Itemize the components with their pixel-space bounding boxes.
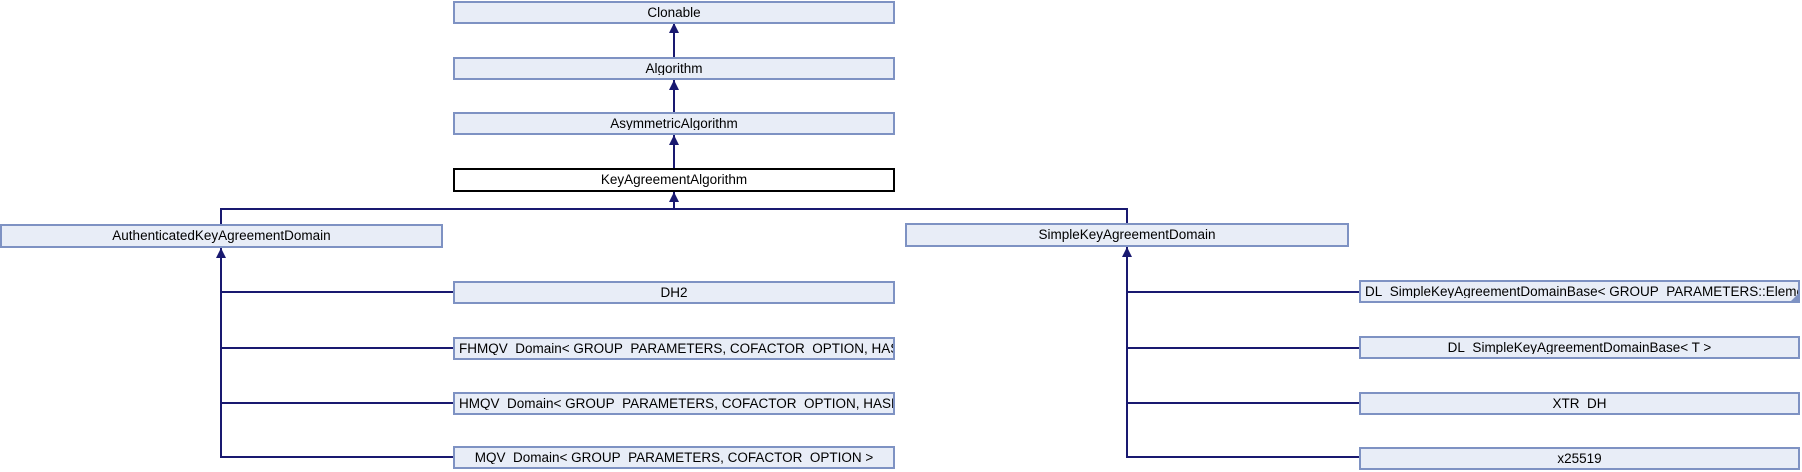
class-node-label: KeyAgreementAlgorithm: [600, 173, 748, 187]
inheritance-edge-segment: [673, 135, 675, 168]
class-node-clonable[interactable]: Clonable: [453, 1, 895, 24]
class-node-mqv-domain[interactable]: MQV_Domain< GROUP_PARAMETERS, COFACTOR_O…: [453, 446, 895, 469]
class-node-label: HMQV_Domain< GROUP_PARAMETERS, COFACTOR_…: [459, 396, 893, 411]
class-node-label: MQV_Domain< GROUP_PARAMETERS, COFACTOR_O…: [474, 450, 874, 465]
class-node-dl-simplekeyagreementdomainbase-t[interactable]: DL_SimpleKeyAgreementDomainBase< T >: [1359, 336, 1800, 359]
inheritance-edge-segment: [1126, 210, 1128, 223]
inheritance-edge-segment: [673, 80, 675, 112]
inheritance-edge-segment: [1128, 291, 1359, 293]
class-node-label: FHMQV_Domain< GROUP_PARAMETERS, COFACTOR…: [459, 341, 893, 356]
inheritance-arrow-icon: [669, 23, 679, 33]
truncated-corner-icon: [1789, 292, 1800, 303]
inheritance-edge-segment: [1126, 247, 1128, 458]
class-node-label: Algorithm: [645, 61, 703, 76]
class-node-label: DH2: [660, 285, 688, 300]
inheritance-edge-segment: [220, 248, 222, 458]
inheritance-edge-segment: [1128, 402, 1359, 404]
class-node-label: x25519: [1557, 451, 1602, 466]
inheritance-edge-segment: [222, 402, 453, 404]
inheritance-arrow-icon: [669, 80, 679, 90]
inheritance-arrow-icon: [669, 135, 679, 145]
class-node-asymmetric-algorithm[interactable]: AsymmetricAlgorithm: [453, 112, 895, 135]
class-node-label: DL_SimpleKeyAgreementDomainBase< T >: [1447, 340, 1712, 355]
class-node-dh2[interactable]: DH2: [453, 281, 895, 304]
inheritance-edge-segment: [220, 208, 1128, 210]
inheritance-edge-segment: [673, 23, 675, 57]
class-node-label: XTR_DH: [1552, 396, 1607, 411]
class-node-label: DL_SimpleKeyAgreementDomainBase< GROUP_P…: [1365, 284, 1798, 299]
inheritance-edge-segment: [222, 456, 453, 458]
class-node-x25519[interactable]: x25519: [1359, 447, 1800, 470]
class-node-dl-simplekeyagreementdomainbase-element[interactable]: DL_SimpleKeyAgreementDomainBase< GROUP_P…: [1359, 280, 1800, 303]
class-node-xtr-dh[interactable]: XTR_DH: [1359, 392, 1800, 415]
inheritance-edge-segment: [220, 210, 222, 224]
class-node-label: Clonable: [647, 5, 701, 20]
class-node-authenticated-key-agreement-domain[interactable]: AuthenticatedKeyAgreementDomain: [0, 224, 443, 248]
class-node-key-agreement-algorithm[interactable]: KeyAgreementAlgorithm: [453, 168, 895, 192]
class-node-label: AuthenticatedKeyAgreementDomain: [112, 229, 331, 243]
class-node-label: AsymmetricAlgorithm: [610, 116, 738, 131]
inheritance-edge-segment: [1128, 347, 1359, 349]
inheritance-edge-segment: [222, 291, 453, 293]
class-node-algorithm[interactable]: Algorithm: [453, 57, 895, 80]
inheritance-arrow-icon: [216, 248, 226, 258]
inheritance-arrow-icon: [669, 192, 679, 202]
inheritance-edge-segment: [1128, 456, 1359, 458]
inheritance-arrow-icon: [1122, 247, 1132, 257]
class-node-simple-key-agreement-domain[interactable]: SimpleKeyAgreementDomain: [905, 223, 1349, 247]
class-node-fhmqv-domain[interactable]: FHMQV_Domain< GROUP_PARAMETERS, COFACTOR…: [453, 337, 895, 360]
inheritance-edge-segment: [222, 347, 453, 349]
class-node-hmqv-domain[interactable]: HMQV_Domain< GROUP_PARAMETERS, COFACTOR_…: [453, 392, 895, 415]
class-node-label: SimpleKeyAgreementDomain: [1038, 228, 1216, 242]
